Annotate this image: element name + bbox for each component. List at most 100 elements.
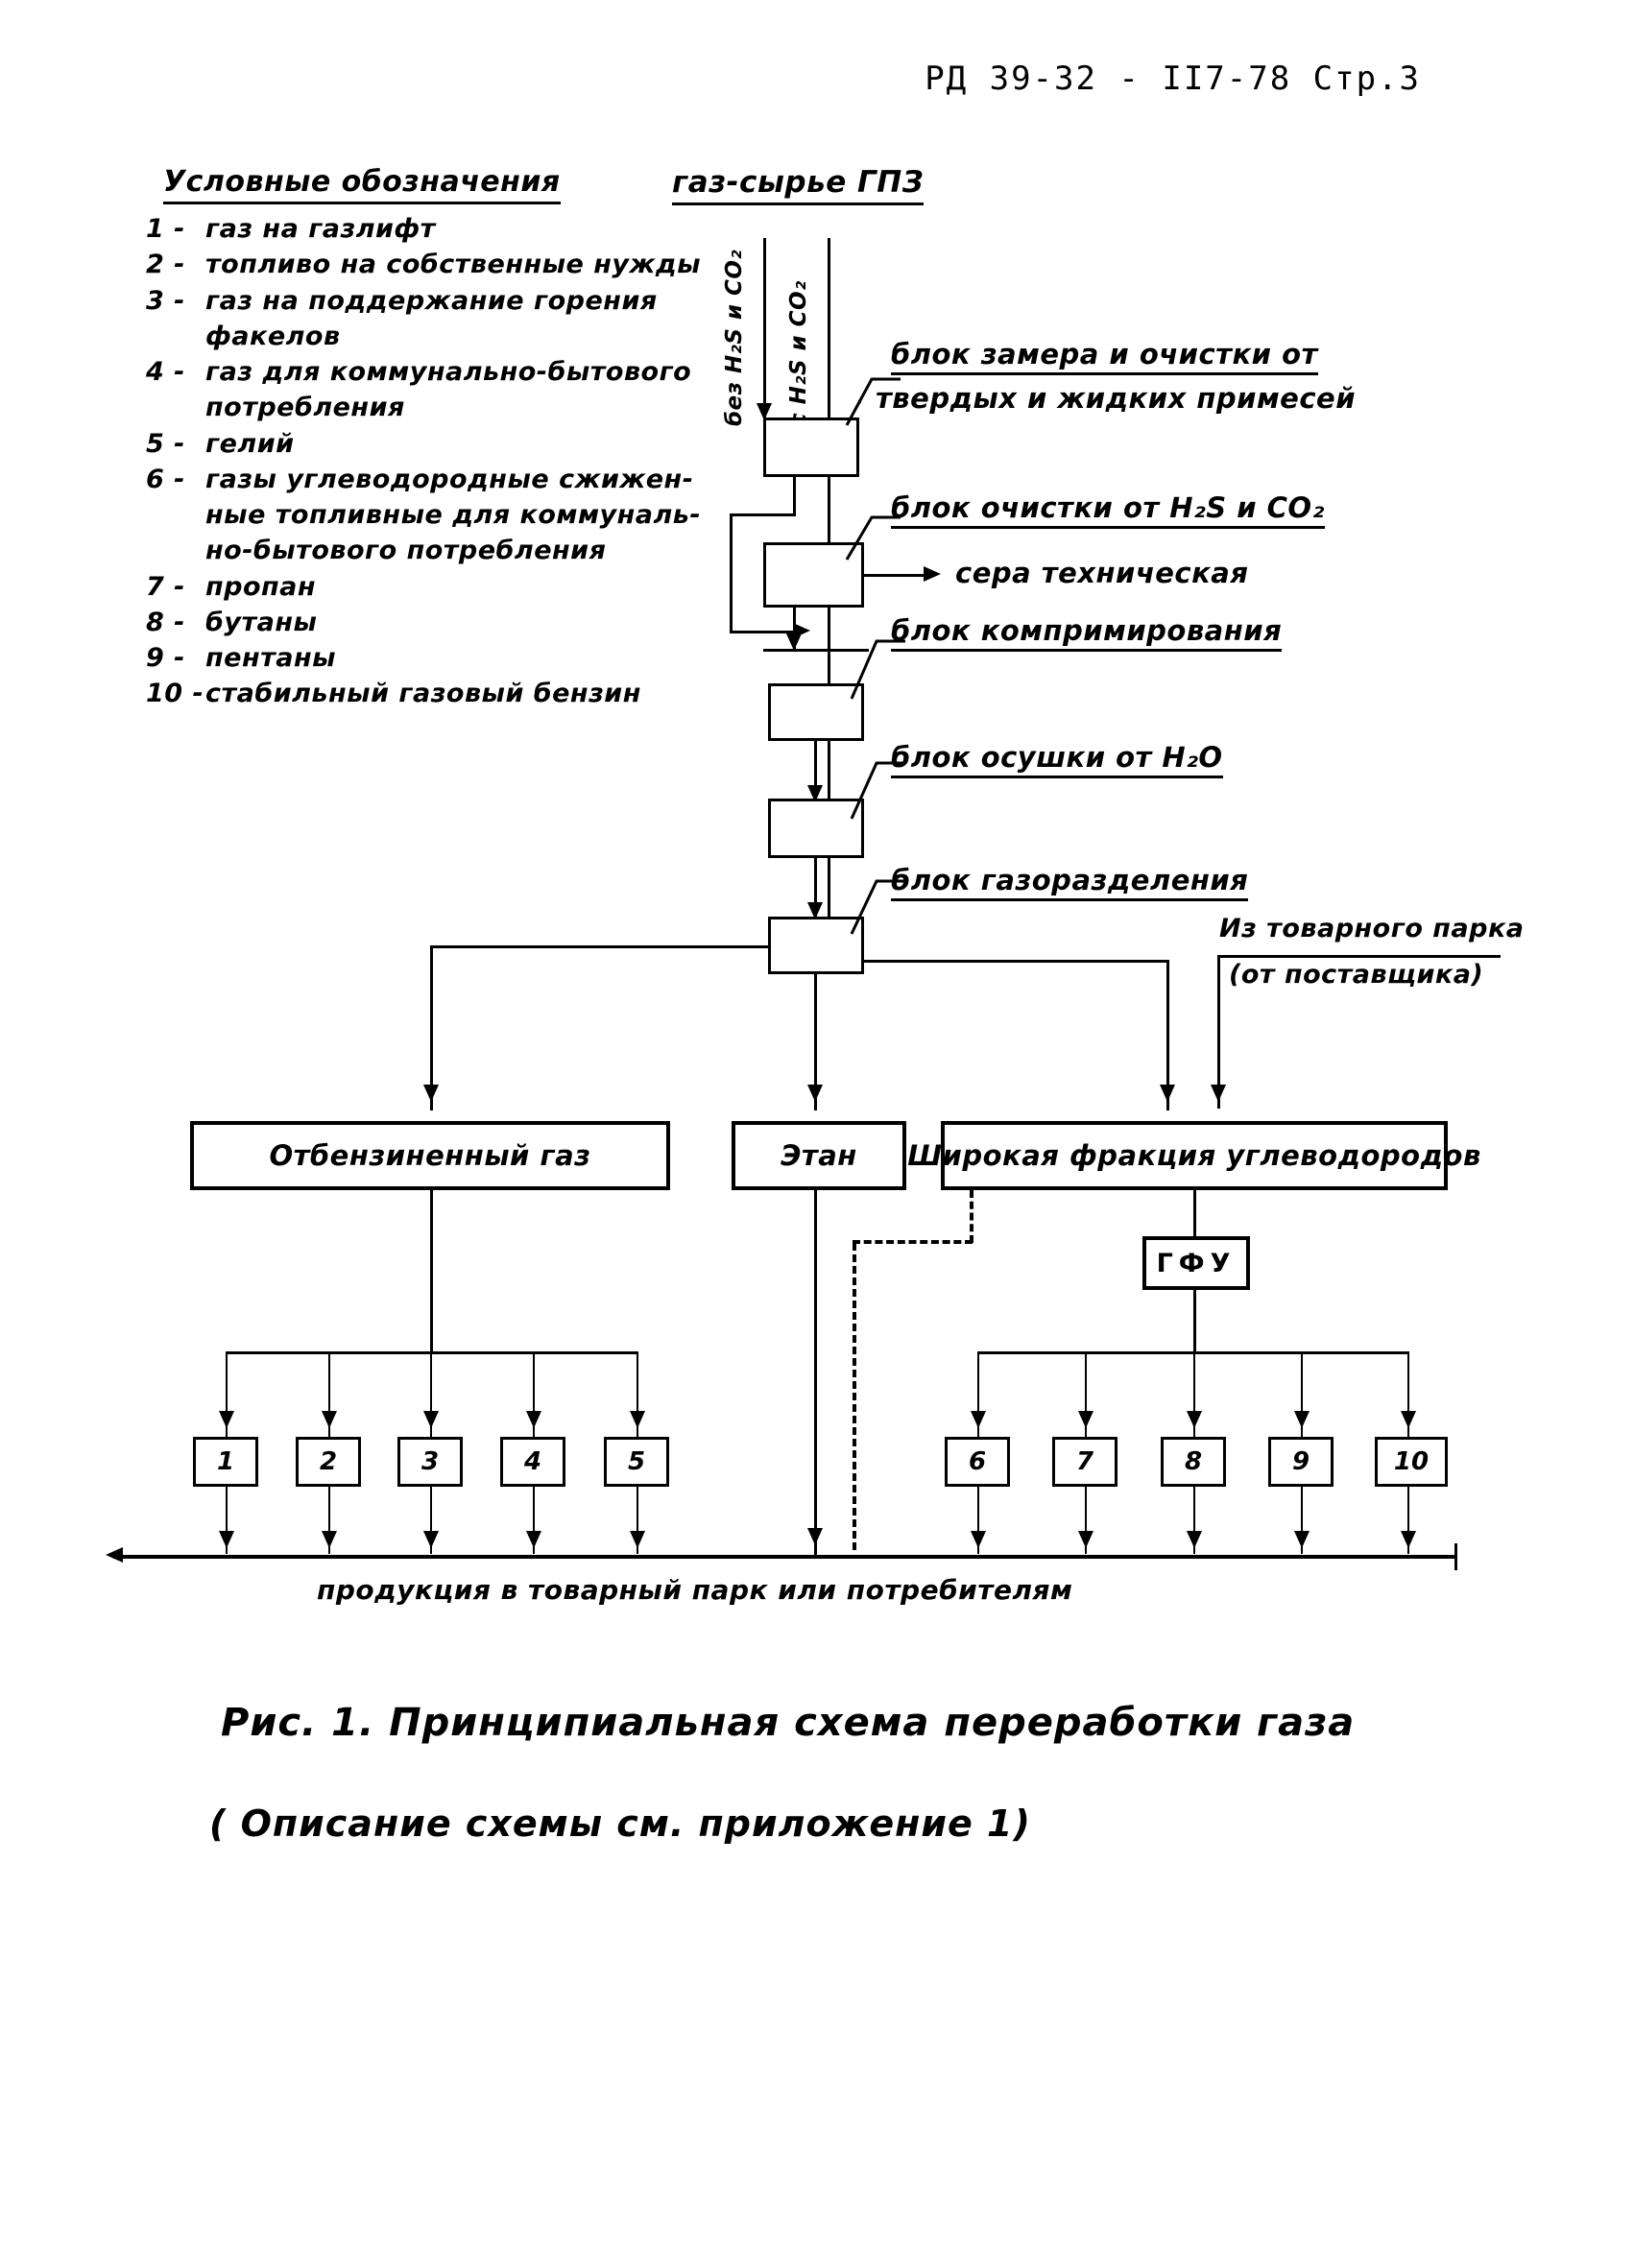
figure-caption-line1: Рис. 1. Принципиальная схема переработки… xyxy=(221,1701,1356,1745)
separation-drop-to-ngl xyxy=(1166,960,1169,1110)
output-5-drop xyxy=(637,1487,638,1554)
legend-list: 1 - газ на газлифт 2 - топливо на собств… xyxy=(146,211,722,712)
legend-item-number: 8 - xyxy=(146,607,185,637)
legend-item-label: бутаны xyxy=(205,607,318,637)
unit-box-metering-cleaning[interactable] xyxy=(763,418,859,477)
feed-stream-label-clean: без H₂S и CO₂ xyxy=(722,249,747,426)
connector-u1-down xyxy=(793,477,796,515)
dry-gas-branch-3-arrow-icon xyxy=(423,1411,439,1428)
legend-item-continuation: потребления xyxy=(205,393,405,423)
output-3-drop-arrow-icon xyxy=(423,1531,439,1548)
sulfur-output-line xyxy=(864,574,933,577)
product-box-dry-gas-label: Отбензиненный газ xyxy=(269,1139,591,1172)
connector-u1-left xyxy=(730,513,796,516)
legend-item-number: 1 - xyxy=(146,214,185,244)
dry-gas-branch-3 xyxy=(430,1351,432,1438)
legend-item: 6 - газы углеводородные сжижен- xyxy=(146,462,722,497)
legend-item-continuation: факелов xyxy=(205,321,341,351)
output-number-box-5[interactable]: 5 xyxy=(604,1437,669,1487)
ethane-arrow-icon xyxy=(807,1085,823,1102)
unit-label-metering-cleaning-line1: блок замера и очистки от xyxy=(891,338,1318,375)
legend-item-label: пропан xyxy=(205,571,317,602)
legend-item-label: газ на газлифт xyxy=(205,214,436,244)
unit-box-dehydration[interactable] xyxy=(768,799,864,858)
document-header: РД 39-32 - II7-78 Стр.3 xyxy=(925,60,1421,98)
external-feed-underline xyxy=(1217,955,1501,958)
dry-gas-branch-2 xyxy=(328,1351,330,1438)
connector-u3-arrow-icon xyxy=(807,785,823,802)
dry-gas-branch-2-arrow-icon xyxy=(322,1411,337,1428)
legend-item-label: газ на поддержание горения xyxy=(205,285,658,316)
output-4-drop-arrow-icon xyxy=(526,1531,541,1548)
output-7-drop xyxy=(1085,1487,1087,1554)
output-10-drop-arrow-icon xyxy=(1401,1531,1416,1548)
ngl-arrow-icon xyxy=(1160,1085,1175,1102)
external-feed-pipe xyxy=(1217,955,1220,1109)
output-5-drop-arrow-icon xyxy=(630,1531,645,1548)
bottom-bus-caption: продукция в товарный парк или потребител… xyxy=(317,1574,1073,1606)
legend-item-label: гелий xyxy=(205,428,295,459)
dry-gas-branch-5 xyxy=(637,1351,638,1438)
product-box-ngl[interactable]: Широкая фракция углеводородов xyxy=(907,1121,1480,1190)
gfu-branch-7-arrow-icon xyxy=(1078,1411,1093,1428)
output-2-drop xyxy=(328,1487,330,1554)
leader-line-unit-4-icon xyxy=(850,761,905,820)
ngl-to-gfu-line xyxy=(1193,1190,1196,1238)
connector-merge-bar xyxy=(763,649,869,652)
legend-item-label: газы углеводородные сжижен- xyxy=(205,464,694,494)
connector-u2-down xyxy=(793,608,796,651)
output-number-box-4[interactable]: 4 xyxy=(500,1437,565,1487)
legend-item: 8 - бутаны xyxy=(146,605,722,640)
connector-u4-arrow-icon xyxy=(807,902,823,919)
feed-gas-title: газ-сырье ГПЗ xyxy=(672,165,925,205)
product-box-ethane[interactable]: Этан xyxy=(732,1121,906,1190)
legend-item-label: стабильный газовый бензин xyxy=(205,679,641,709)
legend-item-number: 2 - xyxy=(146,250,185,280)
legend-item-number: 10 - xyxy=(146,679,204,709)
bottom-bus-arrow-left-icon xyxy=(106,1547,123,1563)
legend-item-number: 3 - xyxy=(146,285,185,316)
output-number-box-8[interactable]: 8 xyxy=(1161,1437,1226,1487)
feed-pipe-clean xyxy=(763,238,766,420)
product-box-dry-gas[interactable]: Отбензиненный газ xyxy=(190,1121,670,1190)
unit-box-h2s-co2-removal[interactable] xyxy=(763,542,864,608)
bottom-product-bus xyxy=(113,1555,1457,1559)
output-8-drop xyxy=(1193,1487,1195,1554)
ethane-downcomer xyxy=(814,1190,817,1555)
legend-item: 4 - газ для коммунально-бытового xyxy=(146,354,722,390)
output-6-drop-arrow-icon xyxy=(971,1531,986,1548)
output-4-drop xyxy=(533,1487,535,1554)
gfu-branch-9 xyxy=(1301,1351,1303,1438)
legend-item: 5 - гелий xyxy=(146,426,722,462)
unit-label-h2s-co2-removal: блок очистки от H₂S и CO₂ xyxy=(891,491,1325,529)
output-number-box-2[interactable]: 2 xyxy=(296,1437,361,1487)
dry-gas-branch-1 xyxy=(226,1351,228,1438)
output-number-box-6[interactable]: 6 xyxy=(945,1437,1010,1487)
gfu-box[interactable]: ГФУ xyxy=(1142,1236,1250,1290)
output-number-box-7[interactable]: 7 xyxy=(1052,1437,1117,1487)
unit-label-metering-cleaning-line2: твердых и жидких примесей xyxy=(876,382,1357,415)
legend-item-label: топливо на собственные нужды xyxy=(205,250,702,280)
unit-label-dehydration: блок осушки от H₂O xyxy=(891,741,1223,778)
output-number-box-1[interactable]: 1 xyxy=(193,1437,258,1487)
output-3-drop xyxy=(430,1487,432,1554)
separation-bus-right xyxy=(862,960,1169,963)
separation-drop-to-ethane xyxy=(814,974,817,1110)
ethane-recycle-dashed-riser xyxy=(970,1190,973,1243)
dry-gas-branch-5-arrow-icon xyxy=(630,1411,645,1428)
unit-box-compression[interactable] xyxy=(768,683,864,741)
output-number-box-9[interactable]: 9 xyxy=(1268,1437,1334,1487)
connector-u2-arrow-icon xyxy=(786,633,802,651)
output-1-drop xyxy=(226,1487,228,1554)
output-number-box-10[interactable]: 10 xyxy=(1375,1437,1448,1487)
dry-gas-branch-4-arrow-icon xyxy=(526,1411,541,1428)
output-number-box-3[interactable]: 3 xyxy=(397,1437,463,1487)
legend-item-label: пентаны xyxy=(205,643,337,673)
gfu-branch-9-arrow-icon xyxy=(1294,1411,1310,1428)
output-10-drop xyxy=(1407,1487,1409,1554)
output-9-drop-arrow-icon xyxy=(1294,1531,1310,1548)
legend-item: 1 - газ на газлифт xyxy=(146,211,722,247)
external-feed-label-line1: Из товарного парка xyxy=(1219,914,1525,943)
legend-item-continuation: но-бытового потребления xyxy=(205,536,607,566)
